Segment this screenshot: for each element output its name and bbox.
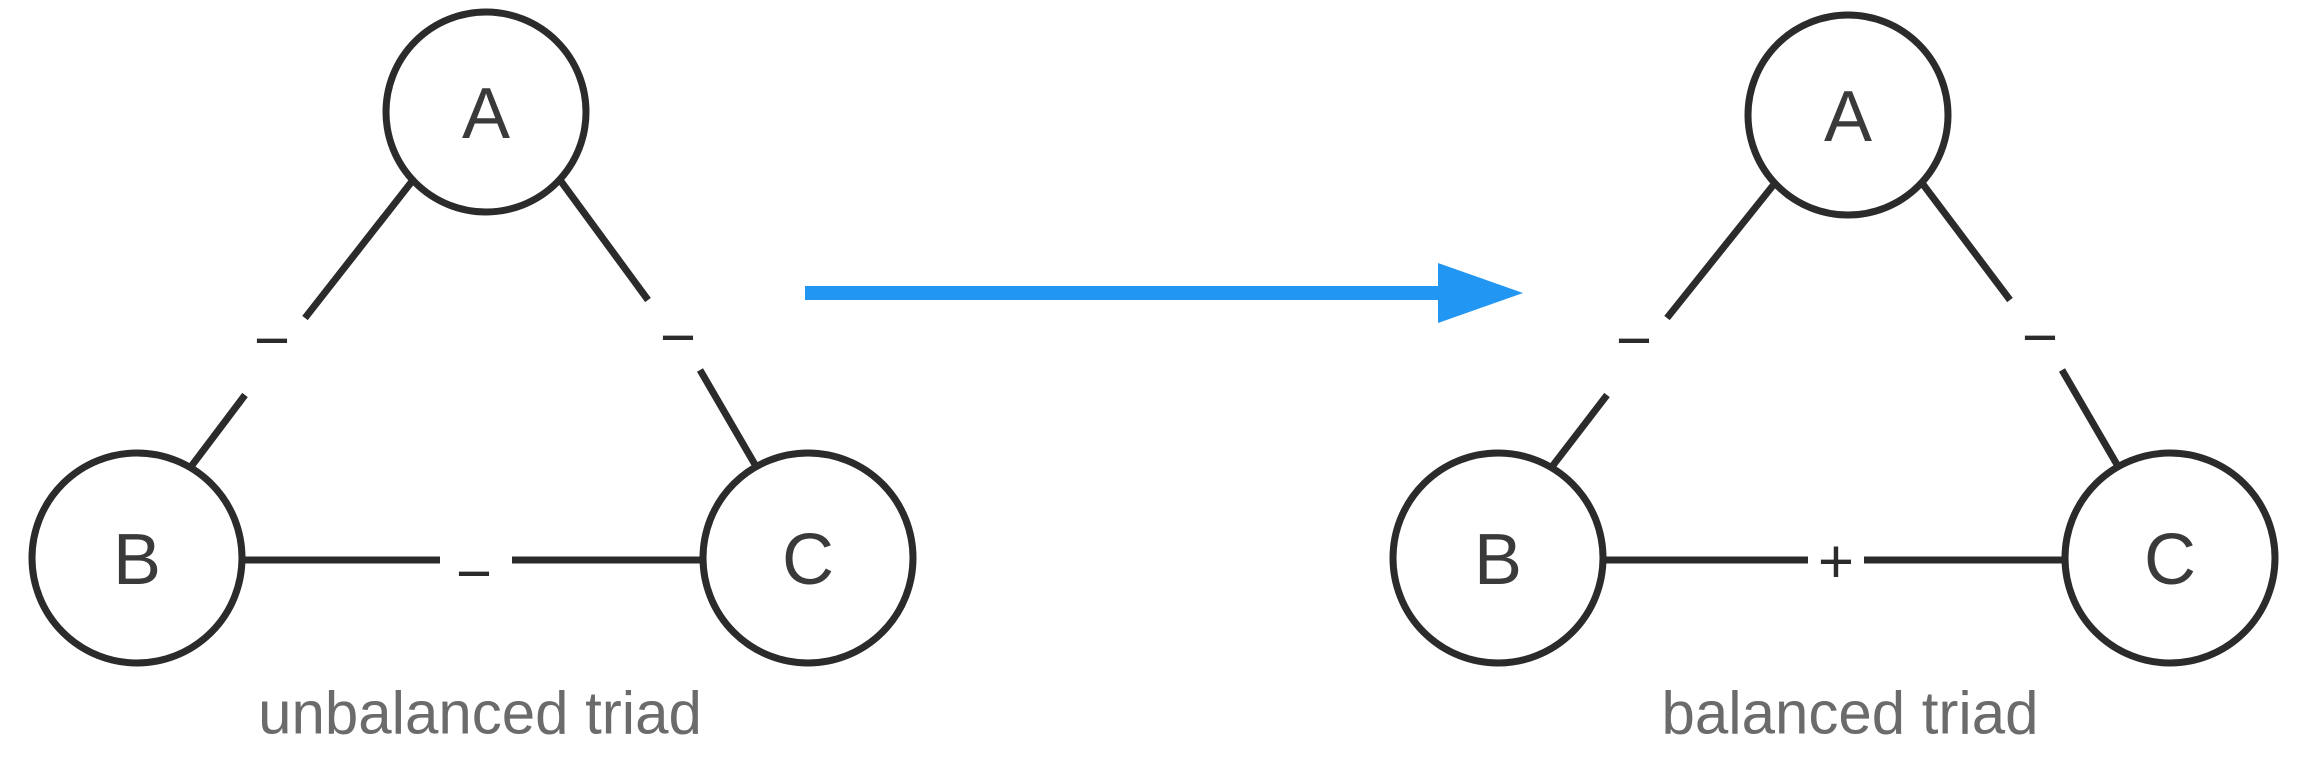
left-edge-A-B-sign: − — [254, 307, 290, 376]
right-node-B-circle[interactable] — [1389, 449, 1607, 667]
right-edge-A-C-sign: − — [2022, 304, 2058, 373]
right-edge-A-B-segment-lower — [1548, 392, 1610, 471]
right-node-C-label: C — [2144, 520, 2196, 600]
right-edge-A-C-segment-lower — [2058, 368, 2123, 470]
right-node-C-circle[interactable] — [2061, 449, 2279, 667]
left-node-B-circle[interactable] — [28, 449, 246, 667]
transition-arrow-head-icon — [1438, 263, 1523, 323]
right-node-A-circle[interactable] — [1744, 11, 1952, 219]
right-edge-A-B-segment-upper — [1664, 180, 1778, 321]
right-edge-A-B-sign: − — [1616, 307, 1652, 376]
right-node-B-label: B — [1474, 520, 1522, 600]
left-node-C-circle[interactable] — [699, 449, 917, 667]
left-edge-A-C-segment-lower — [696, 368, 761, 470]
left-triad-caption: unbalanced triad — [258, 680, 702, 747]
right-edge-B-C-sign: + — [1818, 528, 1854, 597]
right-edge-A-C-segment-upper — [1919, 180, 2013, 303]
right-node-A-label: A — [1824, 77, 1872, 157]
transition-arrow-group — [805, 263, 1523, 323]
left-edge-B-C-sign: − — [456, 540, 492, 609]
left-node-A-circle[interactable] — [382, 8, 590, 216]
left-node-C-label: C — [782, 520, 834, 600]
right-triad-caption: balanced triad — [1662, 680, 2039, 747]
left-node-B-label: B — [113, 520, 161, 600]
left-triad-group: − − − A B C unbalanced triad — [28, 8, 917, 747]
left-node-A-label: A — [462, 74, 510, 154]
left-edge-A-C-segment-upper — [557, 177, 651, 303]
left-edge-A-B-segment-lower — [187, 392, 248, 471]
left-edge-A-B-segment-upper — [302, 177, 416, 321]
right-triad-group: − − + A B C balanced triad — [1389, 11, 2279, 747]
left-edge-A-C-sign: − — [660, 304, 696, 373]
